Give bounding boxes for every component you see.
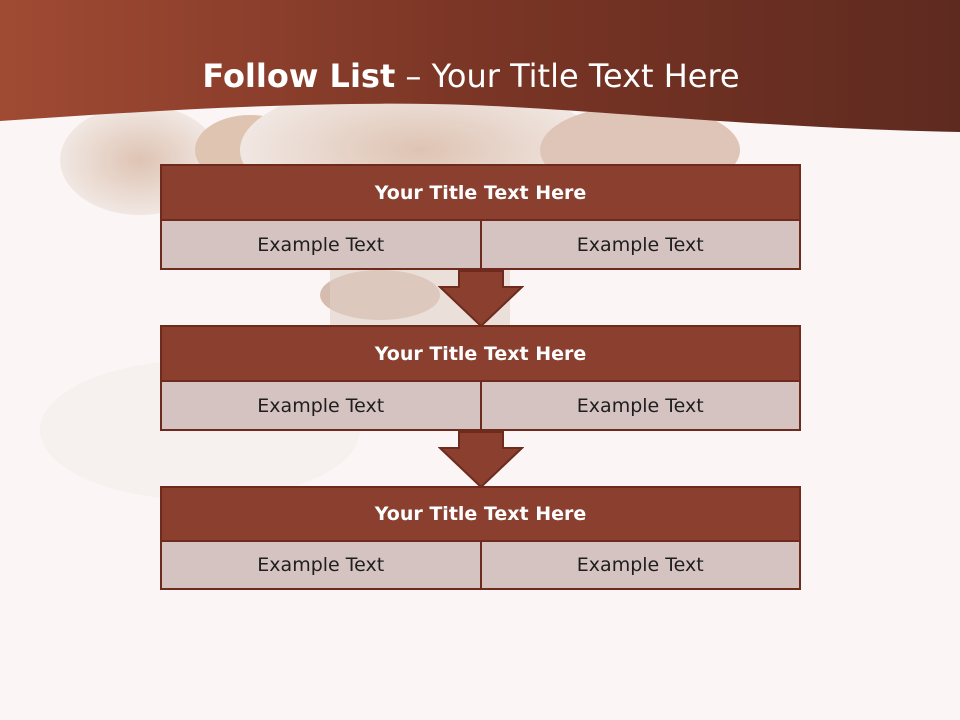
step-cell-left: Example Text [160,382,482,431]
mushroom-image [40,80,740,500]
title-bold: Follow List [202,57,396,95]
step-cell-right: Example Text [481,542,801,590]
step-block-1: Your Title Text Here Example Text Exampl… [160,164,801,270]
step-cell-right: Example Text [481,382,801,431]
step-block-3: Your Title Text Here Example Text Exampl… [160,486,801,590]
page-title: Follow List – Your Title Text Here [0,52,942,100]
step-title: Your Title Text Here [160,164,801,221]
step-cell-right: Example Text [481,221,801,270]
step-title: Your Title Text Here [160,486,801,542]
step-block-2: Your Title Text Here Example Text Exampl… [160,325,801,431]
step-cell-left: Example Text [160,542,482,590]
title-dash: – [395,57,432,95]
header-band [0,0,960,132]
down-arrow-icon [438,431,524,489]
step-title: Your Title Text Here [160,325,801,382]
step-cell-left: Example Text [160,221,482,270]
down-arrow-icon [438,270,524,328]
title-rest: Your Title Text Here [431,57,740,95]
